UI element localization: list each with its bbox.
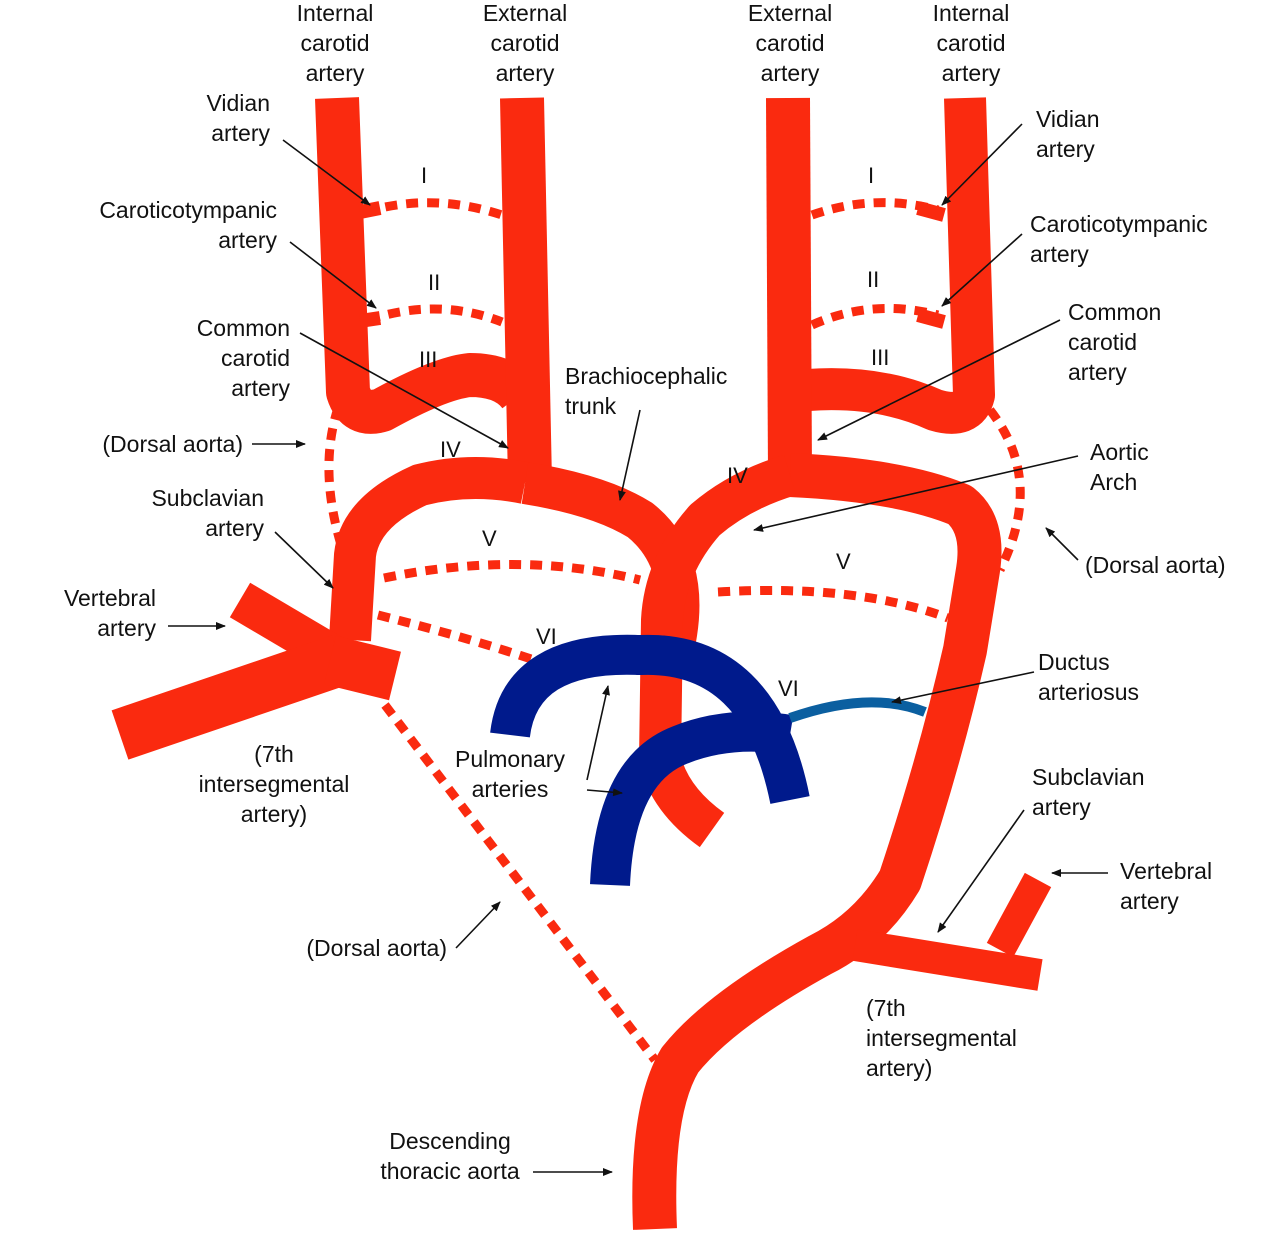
arch-label-right-V: V xyxy=(836,549,851,574)
arch-label-right-VI: VI xyxy=(778,676,799,701)
arch-label-left-II: II xyxy=(428,270,441,295)
label-right-7th-intersegmental: (7th intersegmental artery) xyxy=(866,995,1017,1081)
left-dorsal-aorta-dashed xyxy=(324,406,347,550)
arrow-left-vidian xyxy=(282,139,371,206)
arrow-aortic-arch xyxy=(753,455,1079,532)
label-ductus-arteriosus: Ductus arteriosus xyxy=(1038,649,1139,705)
right-internal-carotid-artery xyxy=(806,97,995,434)
left-arch-II-stub xyxy=(358,311,382,328)
arrow-brachiocephalic xyxy=(618,409,641,501)
arrow-lower-dorsal-aorta xyxy=(455,901,501,949)
arrow-right-dorsal-aorta xyxy=(1045,527,1079,561)
label-left-7th-intersegmental: (7th intersegmental artery) xyxy=(198,741,350,827)
label-right-dorsal-aorta: (Dorsal aorta) xyxy=(1085,552,1226,578)
right-subclavian-artery xyxy=(852,929,1043,991)
right-arch-V-dashed xyxy=(717,585,950,623)
label-right-common-carotid: Common carotid artery xyxy=(1068,299,1162,385)
left-internal-carotid-artery xyxy=(315,97,538,434)
label-left-common-carotid: Common carotid artery xyxy=(196,315,290,401)
arrow-pulmonary-lower xyxy=(586,788,623,797)
arrow-left-subclavian xyxy=(274,531,334,589)
label-right-external-carotid: External carotid artery xyxy=(747,0,833,86)
left-arteries xyxy=(111,97,700,760)
label-pulmonary-arteries: Pulmonary arteries xyxy=(455,746,565,802)
right-arch-II-stub xyxy=(916,308,946,329)
regressed-vessels xyxy=(324,198,1025,1063)
label-left-vertebral: Vertebral artery xyxy=(63,585,156,641)
arrow-right-common-carotid xyxy=(817,319,1061,441)
label-left-dorsal-aorta: (Dorsal aorta) xyxy=(102,431,243,457)
pointer-arrows xyxy=(168,123,1108,1176)
label-left-caroticotympanic: Caroticotympanic artery xyxy=(99,197,277,253)
right-dorsal-aorta-dashed xyxy=(986,407,1025,573)
label-right-vertebral: Vertebral artery xyxy=(1120,858,1213,914)
arrow-right-subclavian xyxy=(937,809,1025,933)
arrow-left-common-carotid xyxy=(299,332,509,449)
left-arch-I-dashed xyxy=(363,198,504,220)
left-external-carotid-artery xyxy=(500,97,552,483)
arch-label-left-VI: VI xyxy=(536,624,557,649)
arch-label-right-II: II xyxy=(867,267,880,292)
arrow-left-caroticotympanic xyxy=(289,241,377,309)
pulmonary-artery-lower xyxy=(590,711,794,887)
label-descending-thoracic-aorta: Descending thoracic aorta xyxy=(380,1128,520,1184)
aortic-arch-left-limb xyxy=(639,454,797,848)
arch-label-left-V: V xyxy=(482,526,497,551)
arch-label-right-I: I xyxy=(868,163,875,188)
right-arteries xyxy=(632,97,1052,1230)
label-aortic-arch: Aortic Arch xyxy=(1090,439,1149,495)
arrow-right-vidian xyxy=(941,123,1023,206)
label-right-vidian: Vidian artery xyxy=(1036,106,1100,162)
label-right-internal-carotid: Internal carotid artery xyxy=(932,0,1010,86)
left-arch-I-stub xyxy=(358,201,382,219)
label-left-internal-carotid: Internal carotid artery xyxy=(296,0,374,86)
aortic-arch xyxy=(632,453,1002,1230)
arch-label-left-I: I xyxy=(421,163,428,188)
right-vertebral-artery xyxy=(986,872,1052,958)
left-arch-IV-subclavian xyxy=(329,456,530,642)
left-arch-II-dashed xyxy=(366,304,504,327)
arch-label-right-III: III xyxy=(871,345,890,370)
label-right-caroticotympanic: Caroticotympanic artery xyxy=(1030,211,1208,267)
right-arch-I-stub xyxy=(916,201,946,222)
arrow-pulmonary-upper xyxy=(586,685,610,781)
arrow-right-caroticotympanic xyxy=(941,233,1023,307)
label-brachiocephalic-trunk: Brachiocephalic trunk xyxy=(565,363,728,419)
left-arch-V-dashed xyxy=(383,559,642,585)
arch-label-left-IV: IV xyxy=(440,437,461,462)
pulmonary-arteries xyxy=(490,634,927,887)
label-left-subclavian: Subclavian artery xyxy=(151,485,264,541)
left-arch-VI-dashed xyxy=(376,610,542,667)
lower-dorsal-aorta-dashed xyxy=(381,702,659,1063)
ductus-arteriosus-vessel xyxy=(788,697,927,723)
arch-label-left-III: III xyxy=(419,347,438,372)
label-left-external-carotid: External carotid artery xyxy=(482,0,568,86)
left-7th-intersegmental-artery xyxy=(111,635,349,760)
arch-label-right-IV: IV xyxy=(727,463,748,488)
left-subclavian-junction xyxy=(324,635,401,701)
right-external-carotid-artery xyxy=(766,97,812,476)
label-left-vidian: Vidian artery xyxy=(206,90,270,146)
label-right-subclavian: Subclavian artery xyxy=(1032,764,1145,820)
label-lower-dorsal-aorta: (Dorsal aorta) xyxy=(306,935,447,961)
arrow-ductus xyxy=(891,671,1035,705)
